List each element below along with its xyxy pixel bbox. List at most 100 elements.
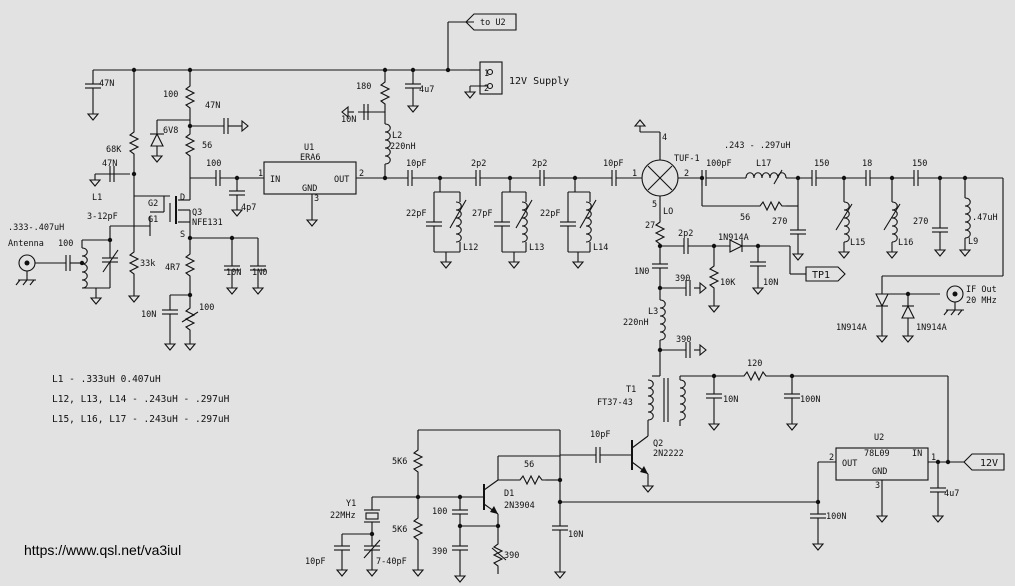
label-to-u2: to U2 bbox=[480, 18, 506, 28]
label-r68k: 68K bbox=[106, 145, 122, 155]
label-if-out: IF Out bbox=[966, 285, 997, 295]
label-c270-a: 270 bbox=[772, 217, 787, 227]
q3-dual-gate-mosfet-symbol bbox=[149, 180, 191, 234]
label-c10n-e: 10N bbox=[723, 395, 738, 405]
label-c-trim: 3-12pF bbox=[87, 212, 118, 222]
label-u1-p2: 2 bbox=[359, 169, 364, 179]
label-r56-c: 56 bbox=[524, 460, 534, 470]
label-t1-part: FT37-43 bbox=[597, 398, 633, 408]
label-d6v8: 6V8 bbox=[163, 126, 178, 136]
if-out-connector-symbol bbox=[943, 285, 964, 316]
label-u1-out: OUT bbox=[334, 175, 349, 185]
label-c22pf-b: 22pF bbox=[540, 209, 560, 219]
label-u2-p3: 3 bbox=[875, 481, 880, 491]
label-l14: L14 bbox=[593, 243, 608, 253]
label-l2-val: 220nH bbox=[390, 142, 416, 152]
label-r180: 180 bbox=[356, 82, 371, 92]
note-line: L12, L13, L14 - .243uH - .297uH bbox=[52, 394, 230, 405]
label-c2p2-a: 2p2 bbox=[471, 159, 486, 169]
label-u1-in: IN bbox=[270, 175, 280, 185]
label-t1-ref: T1 bbox=[626, 385, 636, 395]
label-u1-ref: U1 bbox=[304, 143, 314, 153]
label-if-freq: 20 MHz bbox=[966, 296, 997, 306]
label-l17-range: .243 - .297uH bbox=[724, 141, 791, 151]
label-l2: L2 bbox=[392, 131, 402, 141]
label-u2-out: OUT bbox=[842, 459, 857, 469]
label-y1-freq: 22MHz bbox=[330, 511, 356, 521]
label-q2-ref: Q2 bbox=[653, 439, 663, 449]
label-r100-a: 100 bbox=[163, 90, 178, 100]
label-c1n0-b: 1N0 bbox=[634, 267, 649, 277]
label-c18: 18 bbox=[862, 159, 872, 169]
label-l9-val: .47uH bbox=[972, 213, 998, 223]
label-l1: L1 bbox=[92, 193, 102, 203]
label-u1-p1: 1 bbox=[258, 169, 263, 179]
label-l16: L16 bbox=[898, 238, 913, 248]
label-q3-g2: G2 bbox=[148, 199, 158, 209]
label-c10n-d: 10N bbox=[763, 278, 778, 288]
label-c27pf: 27pF bbox=[472, 209, 492, 219]
label-c10pf-b: 10pF bbox=[603, 159, 623, 169]
label-c2p2-c: 2p2 bbox=[678, 229, 693, 239]
label-c-trim2: 7-40pF bbox=[376, 557, 407, 567]
label-u1-p3: 3 bbox=[314, 194, 319, 204]
component-labels: to U2 12V Supply 1 2 47N 100 47N 6V8 68K… bbox=[8, 18, 998, 567]
label-l15: L15 bbox=[850, 238, 865, 248]
label-c150-b: 150 bbox=[912, 159, 927, 169]
label-12v: 12V bbox=[980, 458, 998, 469]
label-l3-val: 220nH bbox=[623, 318, 649, 328]
label-l3: L3 bbox=[648, 307, 658, 317]
label-c4u7-a: 4u7 bbox=[419, 85, 434, 95]
label-u1-gnd: GND bbox=[302, 184, 317, 194]
label-c47n-c: 47N bbox=[205, 101, 220, 111]
label-mixer-p1: 1 bbox=[632, 169, 637, 179]
label-c22pf-a: 22pF bbox=[406, 209, 426, 219]
supply-pin-1: 1 bbox=[484, 69, 489, 79]
supply-pin-2: 2 bbox=[484, 84, 489, 94]
label-c100n-a: 100N bbox=[800, 395, 820, 405]
label-q3-s: S bbox=[180, 230, 185, 240]
label-r10k: 10K bbox=[720, 278, 736, 288]
inductor-notes: L1 - .333uH 0.407uH L12, L13, L14 - .243… bbox=[52, 374, 230, 425]
label-c4p7: 4p7 bbox=[241, 203, 256, 213]
label-antenna: Antenna bbox=[8, 239, 44, 249]
label-r56-b: 56 bbox=[740, 213, 750, 223]
label-r27: 27 bbox=[645, 221, 655, 231]
label-r4r7: 4R7 bbox=[165, 263, 180, 273]
label-tp1: TP1 bbox=[812, 270, 830, 281]
label-c100: 100 bbox=[432, 507, 447, 517]
label-r100-b: 100 bbox=[199, 303, 214, 313]
label-c47n-b: 47N bbox=[102, 159, 117, 169]
label-u2-gnd: GND bbox=[872, 467, 887, 477]
note-line: L1 - .333uH 0.407uH bbox=[52, 374, 161, 385]
label-r120: 120 bbox=[747, 359, 762, 369]
label-r33k: 33k bbox=[140, 259, 155, 269]
note-line: L15, L16, L17 - .243uH - .297uH bbox=[52, 414, 230, 425]
label-r390-b: 390 bbox=[504, 551, 519, 561]
label-q2-part: 2N2222 bbox=[653, 449, 684, 459]
label-c270-b: 270 bbox=[913, 217, 928, 227]
label-r56-a: 56 bbox=[202, 141, 212, 151]
label-c-ant: 100 bbox=[58, 239, 73, 249]
label-q3-g1: G1 bbox=[148, 215, 158, 225]
label-q1-ref: D1 bbox=[504, 489, 514, 499]
label-u2-p1: 1 bbox=[931, 453, 936, 463]
label-d-c: 1N914A bbox=[916, 323, 947, 333]
label-mixer-p2: 2 bbox=[684, 169, 689, 179]
label-c4u7-b: 4u7 bbox=[944, 489, 959, 499]
label-q3-d: D bbox=[180, 193, 185, 203]
label-q3-part: NFE131 bbox=[192, 218, 223, 228]
label-c10n-b: 10N bbox=[141, 310, 156, 320]
label-c47n-a: 47N bbox=[99, 79, 114, 89]
q2-transistor-symbol bbox=[631, 435, 649, 475]
label-u2-ref: U2 bbox=[874, 433, 884, 443]
label-c390-b: 390 bbox=[432, 547, 447, 557]
label-c390: 390 bbox=[676, 335, 691, 345]
label-u2-part: 78L09 bbox=[864, 449, 890, 459]
label-mixer-lo: LO bbox=[663, 207, 673, 217]
label-mixer-p5: 5 bbox=[652, 200, 657, 210]
label-c1n0-a: 1N0 bbox=[252, 268, 267, 278]
label-c10pf-d: 10pF bbox=[305, 557, 325, 567]
